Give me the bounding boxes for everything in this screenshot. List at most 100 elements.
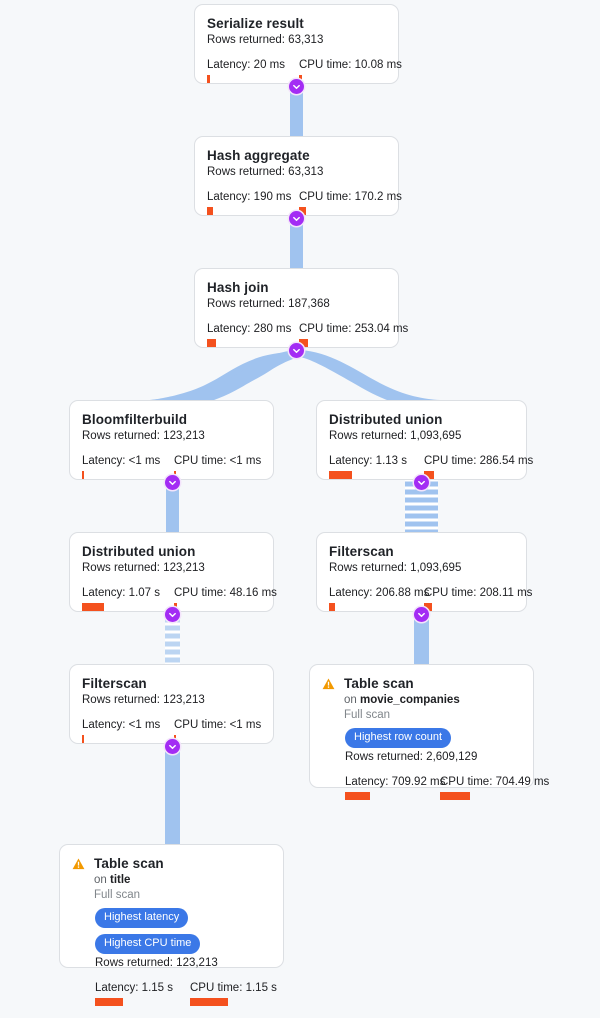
plan-node-distributed-union-left[interactable]: Distributed union Rows returned: 123,213… (69, 532, 277, 612)
collapse-chevron-hash-join[interactable] (289, 343, 304, 358)
metric-latency-label: Latency: 206.88 ms (329, 587, 430, 599)
collapse-chevron-filterscan-left[interactable] (165, 739, 180, 754)
node-title: Distributed union (329, 412, 443, 427)
metric-latency-bar (345, 792, 370, 800)
plan-node-table-scan-movie-companies[interactable]: Table scan on movie_companies Full scan … (309, 664, 549, 800)
node-rows-returned: Rows returned: 123,213 (95, 957, 218, 969)
metric-latency-bar (207, 207, 213, 215)
chevron-down-icon (418, 480, 425, 486)
metric-latency-bar (329, 603, 335, 611)
node-rows-returned: Rows returned: 1,093,695 (329, 562, 462, 574)
metric-cpu: CPU time: 170.2 ms (299, 190, 402, 215)
metric-cpu-label: CPU time: 10.08 ms (299, 59, 402, 71)
metric-cpu-bar (440, 792, 470, 800)
plan-node-filterscan-right[interactable]: Filterscan Rows returned: 1,093,695 Late… (316, 532, 532, 612)
metric-latency-bar (82, 471, 84, 479)
plan-node-bloomfilterbuild[interactable]: Bloomfilterbuild Rows returned: 123,213 … (69, 400, 274, 480)
metric-latency: Latency: 280 ms (207, 322, 299, 347)
node-rows-returned: Rows returned: 187,368 (207, 298, 330, 310)
metric-latency-bar (207, 75, 210, 83)
metric-cpu: CPU time: 208.11 ms (424, 586, 532, 611)
collapse-chevron-distributed-union-right[interactable] (414, 475, 429, 490)
metric-cpu: CPU time: <1 ms (174, 718, 261, 743)
metric-latency-bar (95, 998, 123, 1006)
plan-node-hash-join[interactable]: Hash join Rows returned: 187,368 Latency… (194, 268, 408, 348)
metric-latency-bar (82, 735, 84, 743)
metric-cpu: CPU time: 48.16 ms (174, 586, 277, 611)
on-prefix: on (344, 694, 357, 706)
metric-cpu: CPU time: 1.15 s (190, 981, 277, 1006)
metric-latency-label: Latency: 280 ms (207, 323, 292, 335)
collapse-chevron-filterscan-right[interactable] (414, 607, 429, 622)
metric-latency-label: Latency: 1.07 s (82, 587, 160, 599)
metric-latency: Latency: 206.88 ms (329, 586, 430, 611)
metric-cpu: CPU time: <1 ms (174, 454, 261, 479)
node-badges: Highest row count (322, 728, 521, 748)
node-badges: Highest latency Highest CPU time (72, 908, 271, 954)
metric-cpu: CPU time: 704.49 ms (440, 775, 549, 800)
on-prefix: on (94, 874, 107, 886)
table-name: movie_companies (360, 694, 460, 706)
metric-cpu: CPU time: 10.08 ms (299, 58, 402, 83)
warning-icon (322, 677, 335, 695)
metric-cpu-bar (299, 339, 308, 347)
metric-latency-label: Latency: 1.15 s (95, 982, 173, 994)
metric-latency-label: Latency: 190 ms (207, 191, 292, 203)
metric-latency-bar (329, 471, 352, 479)
chevron-down-icon (293, 84, 300, 90)
metric-latency-bar (82, 603, 104, 611)
node-rows-returned: Rows returned: 123,213 (82, 430, 205, 442)
table-name: title (110, 874, 131, 886)
badge-highest-cpu-time[interactable]: Highest CPU time (95, 934, 201, 954)
node-table-reference: on title (94, 873, 164, 888)
node-title: Hash aggregate (207, 148, 310, 163)
metric-latency: Latency: <1 ms (82, 454, 174, 479)
node-title: Hash join (207, 280, 269, 295)
plan-node-distributed-union-right[interactable]: Distributed union Rows returned: 1,093,6… (316, 400, 533, 480)
node-scan-kind: Full scan (94, 889, 141, 901)
metric-latency: Latency: 1.07 s (82, 586, 174, 611)
node-title: Filterscan (82, 676, 147, 691)
collapse-chevron-distributed-union-left[interactable] (165, 607, 180, 622)
badge-highest-latency[interactable]: Highest latency (95, 908, 189, 928)
metric-latency: Latency: 20 ms (207, 58, 299, 83)
collapse-chevron-bloomfilterbuild[interactable] (165, 475, 180, 490)
chevron-down-icon (169, 744, 176, 750)
metric-latency: Latency: 709.92 ms (345, 775, 445, 800)
collapse-chevron-hash-aggregate[interactable] (289, 211, 304, 226)
badge-highest-row-count[interactable]: Highest row count (345, 728, 452, 748)
node-title: Table scan (94, 856, 164, 871)
metric-cpu-label: CPU time: <1 ms (174, 719, 262, 731)
metric-latency-label: Latency: <1 ms (82, 455, 161, 467)
metric-cpu-label: CPU time: 170.2 ms (299, 191, 402, 203)
node-scan-kind: Full scan (344, 709, 391, 721)
warning-icon (72, 857, 85, 875)
metric-cpu-label: CPU time: 1.15 s (190, 982, 277, 994)
plan-node-serialize-result[interactable]: Serialize result Rows returned: 63,313 L… (194, 4, 402, 84)
edge-ribbon-left (150, 352, 296, 400)
plan-node-table-scan-title[interactable]: Table scan on title Full scan Highest la… (59, 844, 284, 1006)
metric-cpu: CPU time: 286.54 ms (424, 454, 533, 479)
metric-cpu-label: CPU time: 48.16 ms (174, 587, 277, 599)
node-rows-returned: Rows returned: 123,213 (82, 694, 205, 706)
node-title: Bloomfilterbuild (82, 412, 188, 427)
node-title: Table scan (344, 676, 414, 691)
node-title: Serialize result (207, 16, 304, 31)
metric-cpu-bar (299, 75, 302, 83)
metric-latency-label: Latency: 1.13 s (329, 455, 407, 467)
metric-latency-label: Latency: <1 ms (82, 719, 161, 731)
plan-node-hash-aggregate[interactable]: Hash aggregate Rows returned: 63,313 Lat… (194, 136, 402, 216)
metric-cpu-bar (424, 603, 432, 611)
metric-latency: Latency: 1.15 s (95, 981, 190, 1006)
node-title: Distributed union (82, 544, 196, 559)
edge-solid (165, 744, 180, 844)
plan-node-filterscan-left[interactable]: Filterscan Rows returned: 123,213 Latenc… (69, 664, 274, 744)
chevron-down-icon (169, 480, 176, 486)
collapse-chevron-serialize-result[interactable] (289, 79, 304, 94)
node-rows-returned: Rows returned: 123,213 (82, 562, 205, 574)
metric-cpu-label: CPU time: 208.11 ms (424, 587, 533, 599)
metric-cpu-label: CPU time: 253.04 ms (299, 323, 409, 335)
metric-cpu-label: CPU time: 704.49 ms (440, 776, 550, 788)
metric-cpu-bar (190, 998, 228, 1006)
